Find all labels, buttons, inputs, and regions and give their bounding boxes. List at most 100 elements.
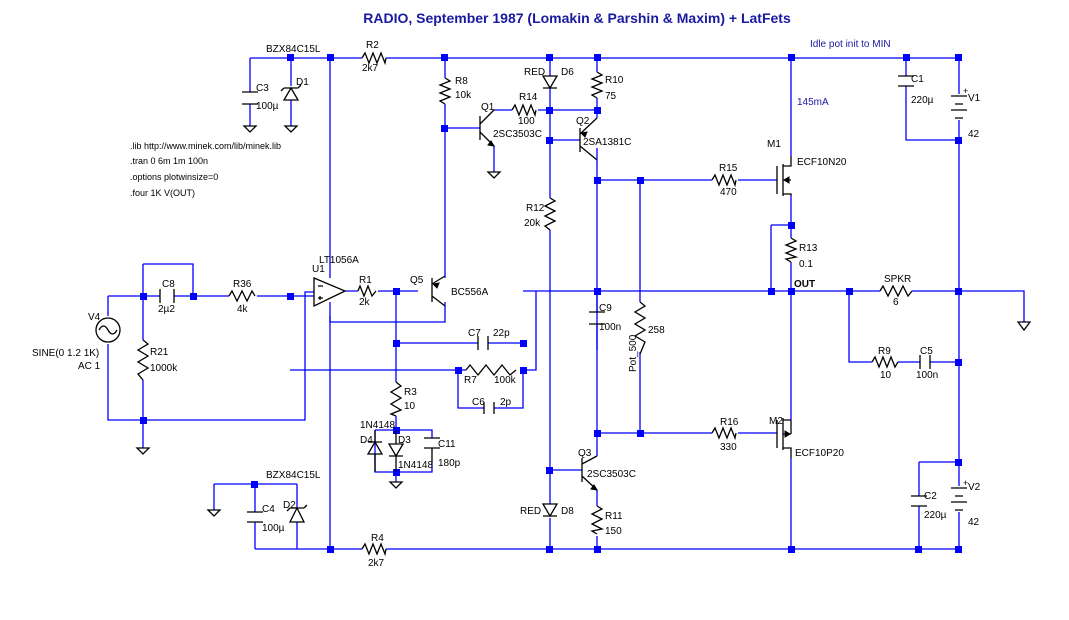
diode-symbols [280,75,559,523]
c7-value: 22p [493,328,510,339]
pot-value: Pot_500 [628,334,639,372]
ground-symbol [242,125,258,133]
spkr-value: 6 [893,297,899,308]
ground-symbol [283,125,299,133]
spice-directive: .options plotwinsize=0 [130,172,218,182]
d3-value: 1N4148 [398,460,433,471]
r13-name: R13 [799,243,818,254]
r10-name: R10 [605,75,624,86]
c6-name: C6 [472,397,485,408]
r4-name: R4 [371,533,384,544]
r1-value: 2k [359,297,371,308]
r21-name: R21 [150,347,169,358]
c2-value: 220µ [924,510,947,521]
m1-name: M1 [767,139,781,150]
resistor-symbols [136,51,913,557]
c8-name: C8 [162,279,175,290]
c11-value: 180p [438,458,461,469]
c1-value: 220µ [911,95,934,106]
v2-value: 42 [968,517,980,528]
u1-name: U1 [312,264,325,275]
q1-name: Q1 [481,102,495,113]
c6-value: 2p [500,397,512,408]
ground-symbol [1016,321,1032,332]
r3-name: R3 [404,387,417,398]
u1-value: LT1056A [319,255,359,266]
m2-value: ECF10P20 [795,448,844,459]
r14-value: 100 [518,116,535,127]
r36-name: R36 [233,279,252,290]
r8-name: R8 [455,76,468,87]
r10-value: 75 [605,91,617,102]
c9-value: 100n [599,322,621,333]
m2-name: M2 [769,416,783,427]
v1-value: 42 [968,129,980,140]
r15-name: R15 [719,163,738,174]
r7-name: R7 [464,375,477,386]
d3-name: D3 [398,435,411,446]
q5-value: BC556A [451,287,489,298]
idle-note: Idle pot init to MIN [810,39,891,50]
r16-name: R16 [720,417,739,428]
d4-name: D4 [360,435,373,446]
c5-value: 100n [916,370,938,381]
ground-symbol [135,447,151,455]
r7-value: 100k [494,375,517,386]
c8-value: 2µ2 [158,304,175,315]
r11-name: R11 [605,511,623,522]
q1-value: 2SC3503C [493,129,542,140]
r4-value: 2k7 [368,558,385,569]
c2-name: C2 [924,491,937,502]
ground-symbol [486,171,502,179]
c7-name: C7 [468,328,481,339]
r14-name: R14 [519,92,538,103]
c11-name: C11 [438,439,456,450]
r9-name: R9 [878,346,891,357]
transistor-symbols [313,109,792,491]
d2-name: D2 [283,500,296,511]
v4-name: V4 [88,312,101,323]
c4-value: 100µ [262,523,285,534]
v4-value: SINE(0 1.2 1K) [32,348,99,359]
d1-name: D1 [296,77,309,88]
q3-value: 2SC3503C [587,469,636,480]
d2-value: BZX84C15L [266,470,321,481]
ground-symbol [206,509,222,517]
schematic-title: RADIO, September 1987 (Lomakin & Parshin… [363,10,791,26]
d8-name: D8 [561,506,574,517]
source-symbols [95,95,967,511]
r2-value: 2k7 [362,63,379,74]
spice-directive: .lib http://www.minek.com/lib/minek.lib [130,141,281,151]
spice-directive: .tran 0 6m 1m 100n [130,156,208,166]
d6-value: RED [524,67,545,78]
c3-value: 100µ [256,101,279,112]
spice-directive: .four 1K V(OUT) [130,188,195,198]
r9-value: 10 [880,370,892,381]
pot-name: 258 [648,325,665,336]
d6-name: D6 [561,67,574,78]
r15-value: 470 [720,187,737,198]
c3-name: C3 [256,83,269,94]
m1-value: ECF10N20 [797,157,847,168]
net-label-out: OUT [794,279,815,290]
r21-value: 1000k [150,363,178,374]
v1-name: V1 [968,93,981,104]
q5-name: Q5 [410,275,424,286]
spkr-name: SPKR [884,274,911,285]
r13-value: 0.1 [799,259,813,270]
c4-name: C4 [262,504,275,515]
junctions [140,54,962,553]
ground-symbol [388,481,404,489]
r16-value: 330 [720,442,737,453]
c9-name: C9 [599,303,612,314]
r11-value: 150 [605,526,622,537]
svg-text:+: + [963,86,968,96]
grounds [135,125,1032,517]
d4-value: 1N4148 [360,420,395,431]
d1-value: BZX84C15L [266,44,321,55]
q3-name: Q3 [578,448,592,459]
capacitor-symbols [159,75,931,523]
v4-value2: AC 1 [78,361,101,372]
r2-name: R2 [366,40,379,51]
